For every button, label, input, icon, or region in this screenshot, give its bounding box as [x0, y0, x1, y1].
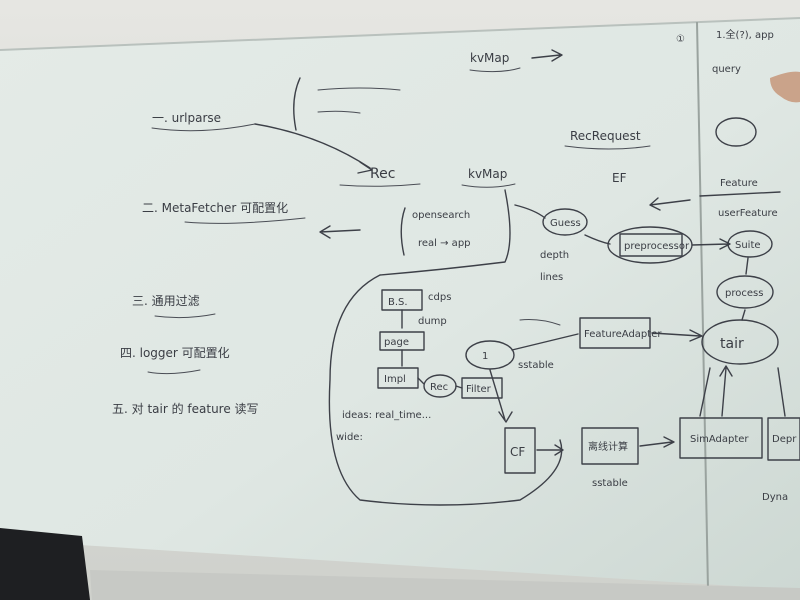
sstable-box [581, 427, 639, 465]
list-item-4: 四. logger 可配置化 [120, 346, 230, 360]
depth-note: depth [540, 250, 569, 261]
rec-request-sub: EF [612, 171, 627, 185]
filter-label: Filter [466, 384, 492, 395]
circled-one-label: 1 [482, 351, 488, 362]
suite-label: Suite [735, 240, 761, 251]
list-item-5: 五. 对 tair 的 feature 读写 [112, 401, 259, 416]
sim-adapter-label: SimAdapter [690, 434, 749, 445]
list-item-3: 三. 通用过滤 [132, 294, 200, 308]
left-list: 一. urlparse 二. MetaFetcher 可配置化 三. 通用过滤 … [112, 111, 306, 416]
ideas-line-1: ideas: real_time... [342, 410, 431, 421]
cf-box [504, 427, 536, 474]
kvmap-top: kvMap [470, 51, 509, 65]
sstable-mid: sstable [518, 360, 554, 371]
rec-label: Rec [370, 166, 395, 182]
opensearch-label: opensearch [412, 210, 470, 221]
brace-2 [400, 207, 406, 256]
sim-adapter-node [679, 417, 763, 459]
list-item-1: 一. urlparse [152, 111, 221, 125]
top-right-number: ① [676, 34, 685, 45]
svg-text:离线计算: 离线计算 [588, 440, 628, 453]
user-note: 1.全(?), app [716, 28, 774, 41]
rec-small-label: Rec [430, 382, 448, 393]
arrow-to-rec [254, 123, 371, 169]
depr-node [767, 417, 800, 461]
svg-text:cdps: cdps [428, 292, 451, 303]
process-label: process [725, 288, 763, 299]
page-label: page [384, 337, 409, 348]
right-circle-node [715, 117, 757, 147]
brace-1 [293, 77, 301, 131]
kvmap-mid: kvMap [468, 167, 507, 181]
big-loop [328, 189, 563, 506]
cf-label: CF [510, 445, 525, 459]
floor-strip [90, 570, 800, 600]
guess-node [542, 208, 588, 236]
glass-board [0, 18, 800, 590]
tair-node [701, 319, 779, 365]
preprocessor-label: preprocessor [624, 241, 690, 252]
board-top-edge [0, 17, 800, 51]
tair-label: tair [720, 336, 744, 352]
query-label: query [712, 64, 741, 75]
guess-label: Guess [550, 218, 581, 229]
rec-request: RecRequest [570, 129, 641, 143]
hand [770, 71, 800, 103]
process-node [716, 275, 774, 309]
dump-label: dump [418, 316, 447, 327]
real-app-label: real → app [418, 238, 471, 249]
bs-label: B.S. [388, 297, 408, 308]
feature-adapter-label: FeatureAdapter [584, 329, 662, 340]
sstable-bottom: sstable [592, 478, 628, 489]
user-feature-label: userFeature [718, 208, 778, 219]
depr-label: Depr [772, 434, 797, 445]
ideas-line-2: wide: [336, 432, 363, 443]
chair-back [0, 528, 90, 600]
dynamic-label: Dyna [762, 492, 788, 503]
feature-adapter-node [579, 317, 651, 349]
circled-one [465, 340, 515, 370]
lines-note: lines [540, 272, 563, 283]
suite-node [727, 230, 773, 258]
feature-label: Feature [720, 178, 758, 189]
list-item-2: 二. MetaFetcher 可配置化 [142, 201, 288, 215]
panel-seam [696, 21, 709, 591]
impl-label: Impl [384, 374, 406, 385]
